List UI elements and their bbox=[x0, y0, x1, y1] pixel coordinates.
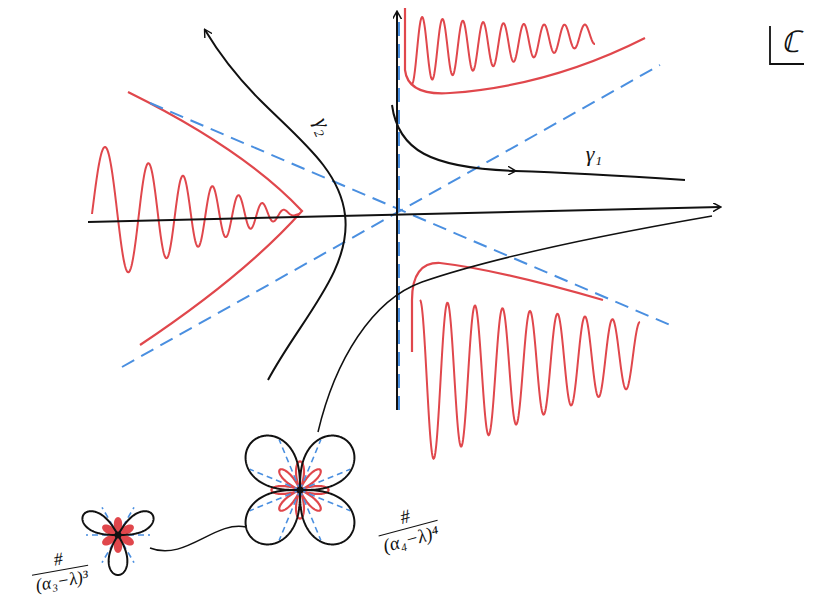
singular-point bbox=[115, 532, 122, 539]
fraction: #(α₄−λ)⁴ bbox=[373, 499, 443, 558]
branch-path bbox=[318, 216, 712, 432]
contour-label: γ₁ bbox=[584, 141, 604, 166]
real-axis bbox=[88, 207, 720, 222]
region-outline bbox=[405, 8, 645, 93]
oscillation bbox=[412, 17, 595, 84]
flower-outline bbox=[82, 511, 153, 575]
contour-gamma-1 bbox=[392, 105, 515, 171]
oscillation bbox=[420, 300, 640, 459]
label-group: ℂ bbox=[779, 25, 802, 60]
imaginary-axis bbox=[396, 12, 398, 410]
singular-point bbox=[297, 487, 304, 494]
stokes-line bbox=[398, 18, 400, 410]
singularity-flower bbox=[82, 507, 153, 575]
singularity-flower bbox=[246, 436, 355, 545]
label-group: γ₁ bbox=[584, 141, 604, 166]
branch-path bbox=[150, 526, 246, 551]
oscillation bbox=[92, 147, 300, 272]
label-group: γ₂ bbox=[308, 111, 340, 140]
contour-gamma-2 bbox=[205, 30, 346, 380]
stokes-line bbox=[122, 65, 660, 367]
numerator: # bbox=[50, 548, 66, 571]
fraction: #(α₃−λ)³ bbox=[28, 544, 92, 596]
flower-outline bbox=[246, 436, 355, 545]
contour-gamma-1 bbox=[515, 171, 685, 180]
denominator: (α₃−λ)³ bbox=[32, 565, 92, 596]
plane-symbol: ℂ bbox=[779, 25, 802, 60]
contour-label: γ₂ bbox=[308, 111, 340, 140]
local-oscillation bbox=[271, 461, 328, 518]
